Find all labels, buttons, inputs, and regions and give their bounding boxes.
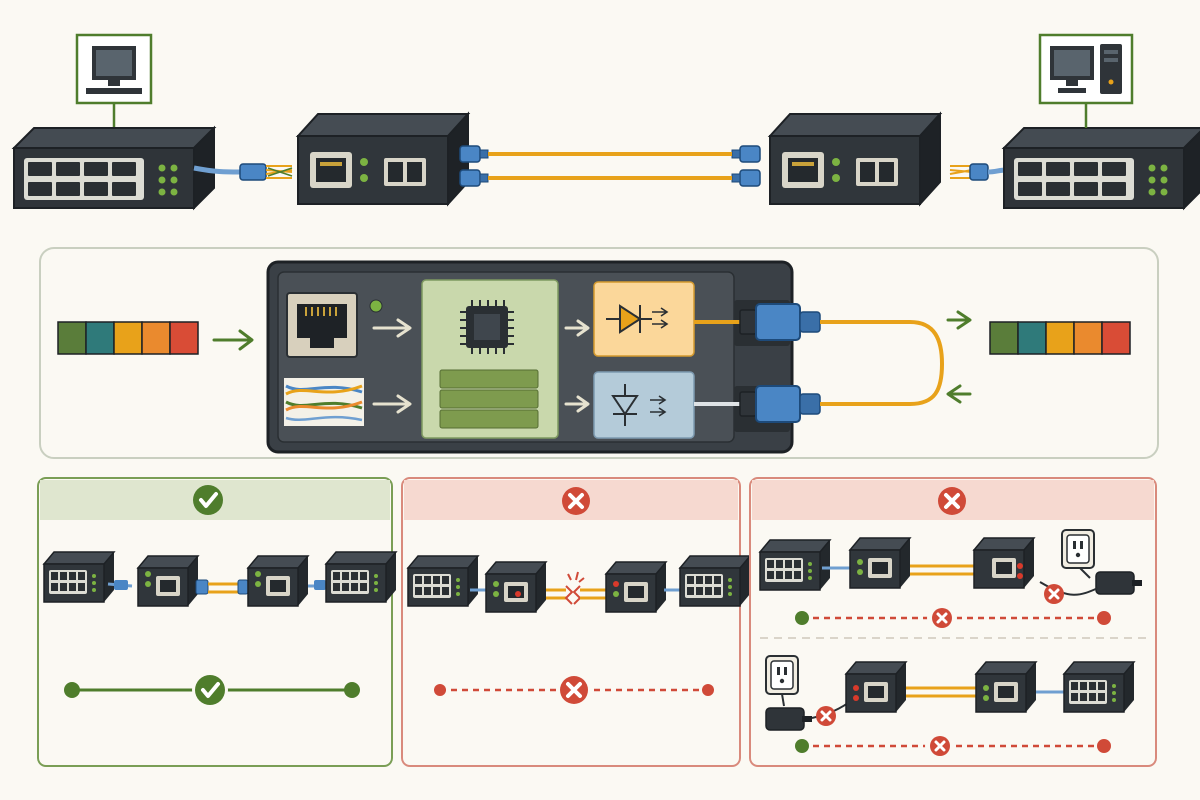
- cross-icon: [1042, 582, 1066, 606]
- media-converter-small: [849, 537, 911, 589]
- right-media-converter: [769, 113, 941, 205]
- data-segment: [1073, 321, 1103, 355]
- link-status-line: [795, 603, 1111, 633]
- media-converter-small: [485, 561, 547, 613]
- copper-patch-cable-right: [949, 163, 1007, 181]
- link-led: [369, 299, 383, 313]
- right-network-switch: [1003, 127, 1200, 209]
- switch-small: [679, 555, 751, 607]
- fiber-break-icon: [564, 571, 585, 605]
- media-converter-small: [973, 537, 1035, 589]
- scenario-left-unpowered: [765, 655, 1135, 761]
- cross-icon: [930, 606, 954, 630]
- fiber-loop: [820, 320, 945, 406]
- fiber-duplex-link: [459, 145, 761, 187]
- link-status-line: [64, 672, 360, 708]
- switch-small: [325, 551, 397, 603]
- switch-small: [43, 551, 115, 603]
- cross-icon: [936, 485, 968, 517]
- panel-power-fault: [749, 477, 1157, 767]
- cross-icon: [814, 704, 838, 728]
- monitor-icon: [75, 33, 153, 128]
- top-link-row: [13, 33, 1200, 209]
- media-converter-small: [845, 661, 907, 713]
- cross-icon: [560, 485, 592, 517]
- scenario-right-unpowered: [759, 529, 1143, 633]
- switch-small: [759, 539, 831, 591]
- data-segment: [57, 321, 87, 355]
- media-converter-small: [605, 561, 667, 613]
- desktop-computer-icon: [1038, 33, 1134, 128]
- cross-icon: [558, 674, 590, 706]
- data-segment: [1045, 321, 1075, 355]
- switch-small: [407, 555, 479, 607]
- input-data-stream: [57, 321, 199, 355]
- output-arrow: [946, 310, 972, 330]
- wall-outlet-icon: [765, 655, 799, 695]
- left-media-converter: [297, 113, 469, 205]
- twisted-pair-cable-icon: [284, 378, 364, 426]
- buffer-stack: [439, 369, 539, 429]
- media-converter-small: [247, 555, 309, 607]
- wall-outlet-icon: [1061, 529, 1095, 569]
- laser-diode-icon: [593, 281, 695, 357]
- chip-icon: [460, 300, 514, 354]
- output-data-stream: [989, 321, 1131, 355]
- data-segment: [989, 321, 1019, 355]
- panel-link-ok: [37, 477, 397, 767]
- internal-block-diagram: [39, 247, 1159, 459]
- input-arrow: [212, 329, 254, 351]
- check-icon: [191, 483, 225, 517]
- left-network-switch: [13, 127, 215, 209]
- check-icon: [193, 673, 227, 707]
- cross-icon: [928, 734, 952, 758]
- photodiode-icon: [593, 371, 695, 439]
- data-segment: [113, 321, 143, 355]
- data-segment: [1017, 321, 1047, 355]
- copper-patch-cable-left: [193, 163, 293, 181]
- panel-fiber-break: [401, 477, 751, 767]
- data-segment: [141, 321, 171, 355]
- signal-arrows: [372, 318, 590, 414]
- data-segment: [169, 321, 199, 355]
- link-status-line: [434, 673, 714, 707]
- rj45-port-icon: [286, 292, 358, 358]
- media-converter-small: [975, 661, 1037, 713]
- media-converter-small: [137, 555, 199, 607]
- data-segment: [1101, 321, 1131, 355]
- link-status-line: [795, 731, 1111, 761]
- return-arrow: [946, 384, 972, 404]
- data-segment: [85, 321, 115, 355]
- switch-small: [1063, 661, 1135, 713]
- fiber-ports: [694, 300, 821, 432]
